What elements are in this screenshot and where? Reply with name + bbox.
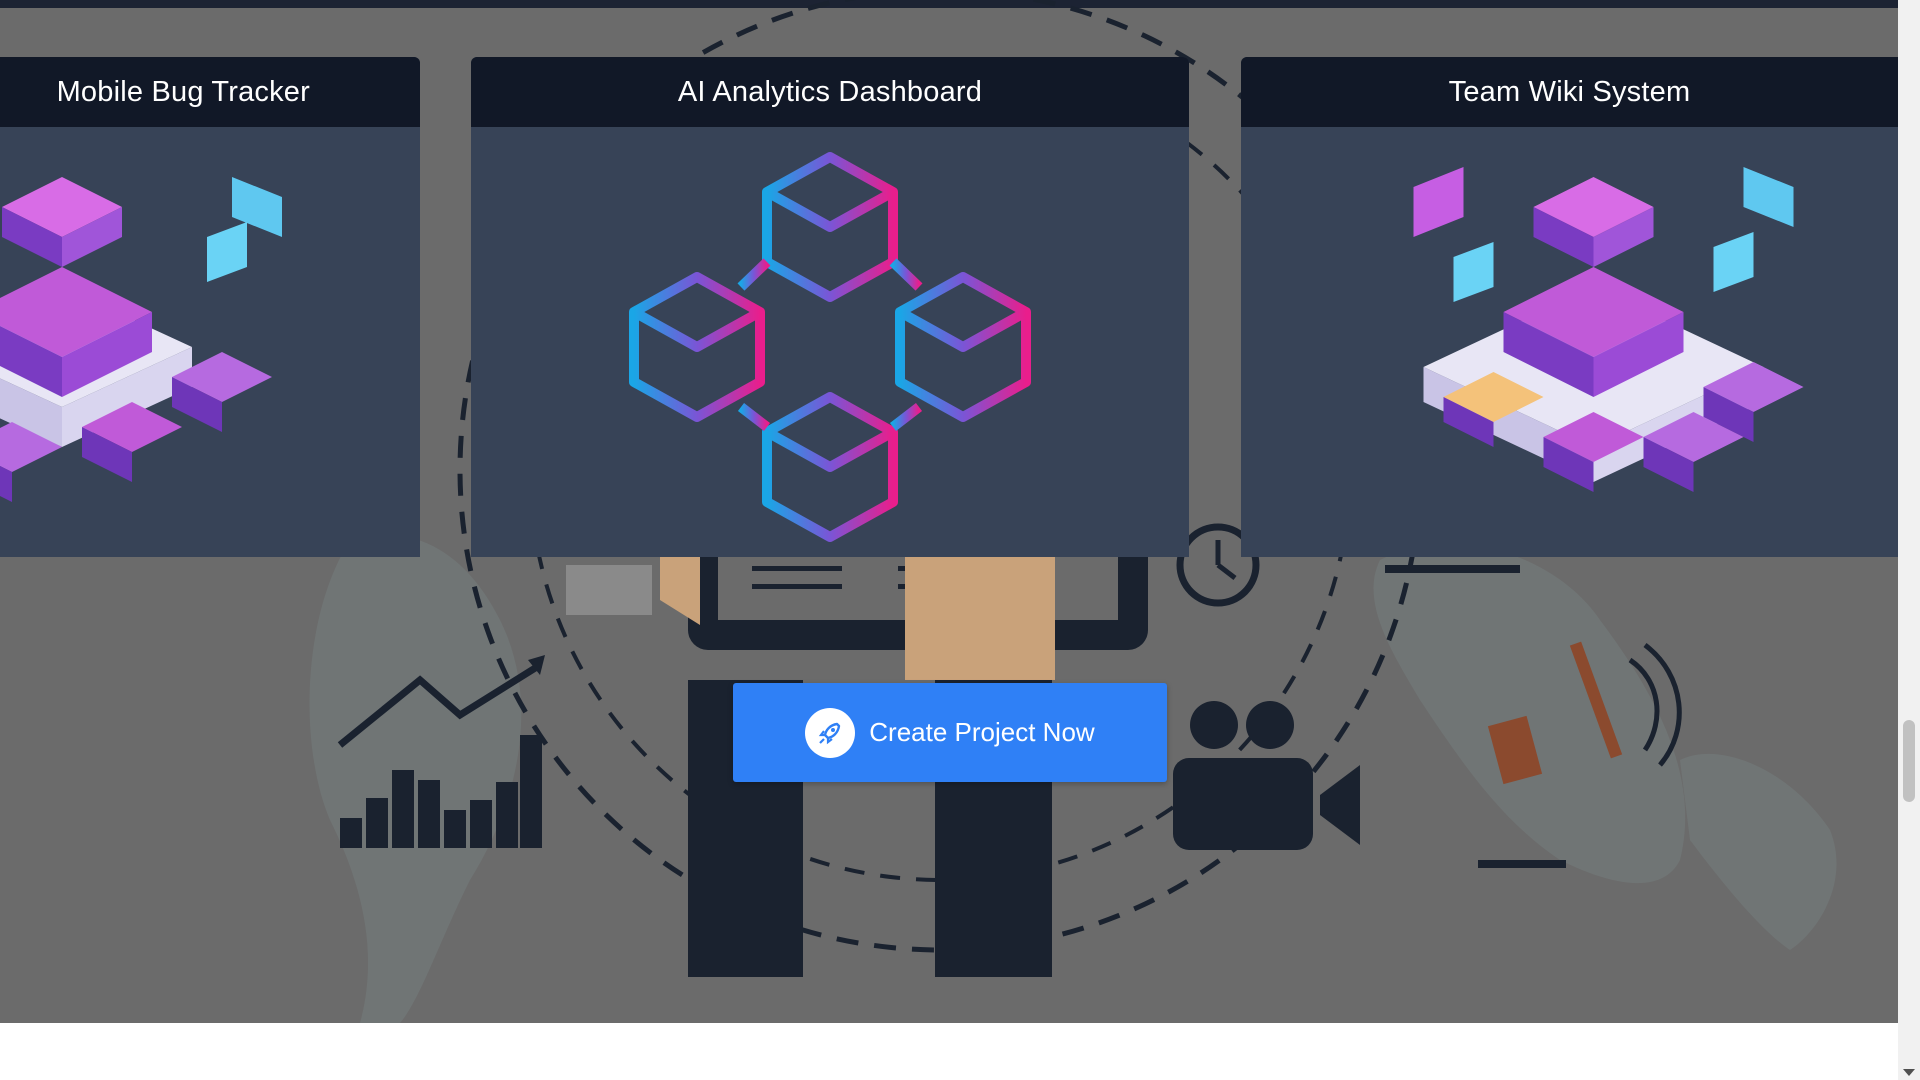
page-scrollbar[interactable]	[1898, 0, 1920, 1080]
top-strip	[0, 0, 1898, 8]
create-project-button[interactable]: Create Project Now	[733, 683, 1167, 782]
project-card-team-wiki-system[interactable]: Team Wiki System	[1241, 57, 1898, 557]
isometric-blocks-image	[0, 177, 282, 502]
card-title: AI Analytics Dashboard	[471, 57, 1189, 127]
hero-section: Mobile Bug Tracker	[0, 0, 1898, 1023]
card-title: Team Wiki System	[1241, 57, 1898, 127]
blockchain-cubes-image	[629, 152, 1031, 542]
card-title: Mobile Bug Tracker	[0, 57, 420, 127]
project-card-mobile-bug-tracker[interactable]: Mobile Bug Tracker	[0, 57, 420, 557]
rocket-icon	[805, 707, 856, 758]
create-project-label: Create Project Now	[869, 717, 1095, 747]
scrollbar-thumb[interactable]	[1903, 720, 1915, 802]
scroll-down-arrow-icon[interactable]	[1903, 1069, 1915, 1076]
isometric-blocks-image	[1413, 167, 1804, 492]
project-card-ai-analytics-dashboard[interactable]: AI Analytics Dashboard	[471, 57, 1189, 557]
